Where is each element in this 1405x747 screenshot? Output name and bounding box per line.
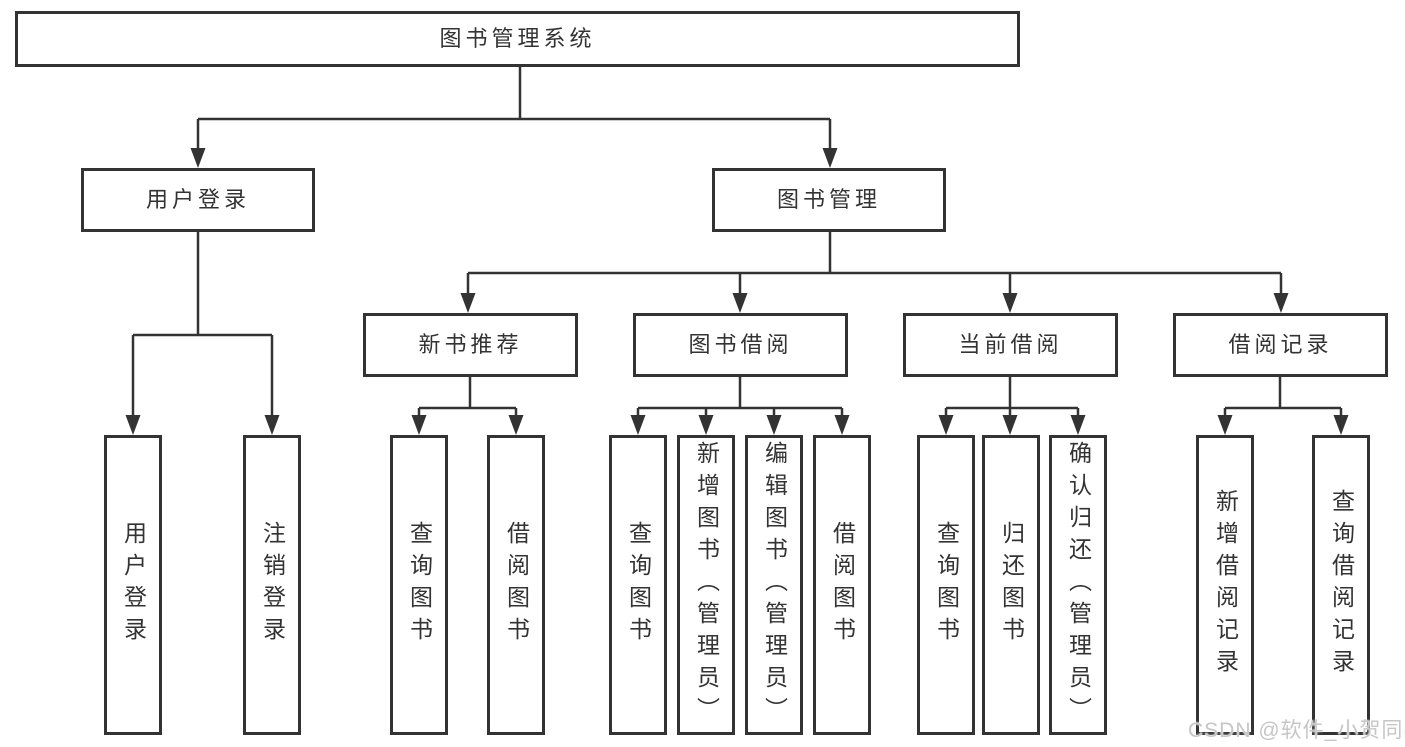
arrow-down-icon [411,415,427,435]
arrow-down-icon [1273,293,1289,313]
arrow-down-icon [834,415,850,435]
arrowheads [125,148,1349,435]
watermark: CSDN @软件_小贺同学 [1188,719,1405,742]
arrow-down-icon [698,415,714,435]
node-current-borrowing: 当前借阅 [903,313,1118,377]
leaf-label: 查询借阅记录 [1328,489,1355,681]
node-label: 新书推荐 [418,332,523,357]
arrow-down-icon [125,415,141,435]
node-book-management: 图书管理 [712,168,946,232]
node-label: 图书借阅 [688,332,793,357]
leaf-query-books-recommend: 查询图书 [390,435,448,735]
leaf-label: 新增图书（管理员） [693,441,720,729]
leaf-borrow-books-borrowing: 借阅图书 [813,435,871,735]
node-label: 图书管理 [776,187,881,212]
leaf-return-books: 归还图书 [982,435,1040,735]
arrow-down-icon [508,415,524,435]
node-borrowing-records: 借阅记录 [1173,313,1388,377]
leaf-label: 注销登录 [259,521,286,649]
arrow-down-icon [938,415,954,435]
leaf-confirm-return-admin: 确认归还（管理员） [1049,435,1107,735]
edge-login-split [131,232,274,418]
leaf-label: 用户登录 [120,521,147,649]
edge-records-split [1223,377,1343,418]
arrow-down-icon [766,415,782,435]
arrow-down-icon [460,293,476,313]
leaf-add-borrow-record: 新增借阅记录 [1196,435,1254,735]
arrow-down-icon [1070,415,1086,435]
leaf-label: 新增借阅记录 [1212,489,1239,681]
arrow-down-icon [190,148,206,168]
leaf-query-books-borrowing: 查询图书 [609,435,667,735]
arrow-down-icon [822,148,838,168]
node-user-login: 用户登录 [81,168,315,232]
arrow-down-icon [630,415,646,435]
arrow-down-icon [1002,415,1018,435]
arrow-down-icon [1002,293,1018,313]
leaf-label: 查询图书 [933,521,960,649]
leaf-label: 确认归还（管理员） [1065,441,1092,729]
node-new-book-recommendation: 新书推荐 [363,313,578,377]
node-label: 图书管理系统 [439,26,596,51]
node-label: 当前借阅 [958,332,1063,357]
leaf-edit-book-admin: 编辑图书（管理员） [745,435,803,735]
leaf-query-books-current: 查询图书 [917,435,975,735]
node-book-borrowing: 图书借阅 [633,313,848,377]
leaf-logout: 注销登录 [243,435,301,735]
edge-root-split [196,67,832,150]
edge-current-split [944,377,1080,418]
arrow-down-icon [1217,415,1233,435]
leaf-user-login: 用户登录 [104,435,162,735]
leaf-label: 编辑图书（管理员） [761,441,788,729]
arrow-down-icon [732,293,748,313]
edge-recommend-split [417,377,518,418]
edge-borrowing-split [636,377,844,418]
node-label: 用户登录 [145,187,250,212]
node-label: 借阅记录 [1228,332,1333,357]
leaf-label: 归还图书 [998,521,1025,649]
leaf-query-borrow-record: 查询借阅记录 [1312,435,1370,735]
leaf-borrow-books-recommend: 借阅图书 [487,435,545,735]
leaf-label: 查询图书 [625,521,652,649]
leaf-label: 查询图书 [406,521,433,649]
edge-mgmt-split [466,232,1283,295]
leaf-add-book-admin: 新增图书（管理员） [677,435,735,735]
node-root-library-system: 图书管理系统 [15,11,1020,67]
leaf-label: 借阅图书 [503,521,530,649]
arrow-down-icon [1333,415,1349,435]
leaf-label: 借阅图书 [829,521,856,649]
arrow-down-icon [264,415,280,435]
